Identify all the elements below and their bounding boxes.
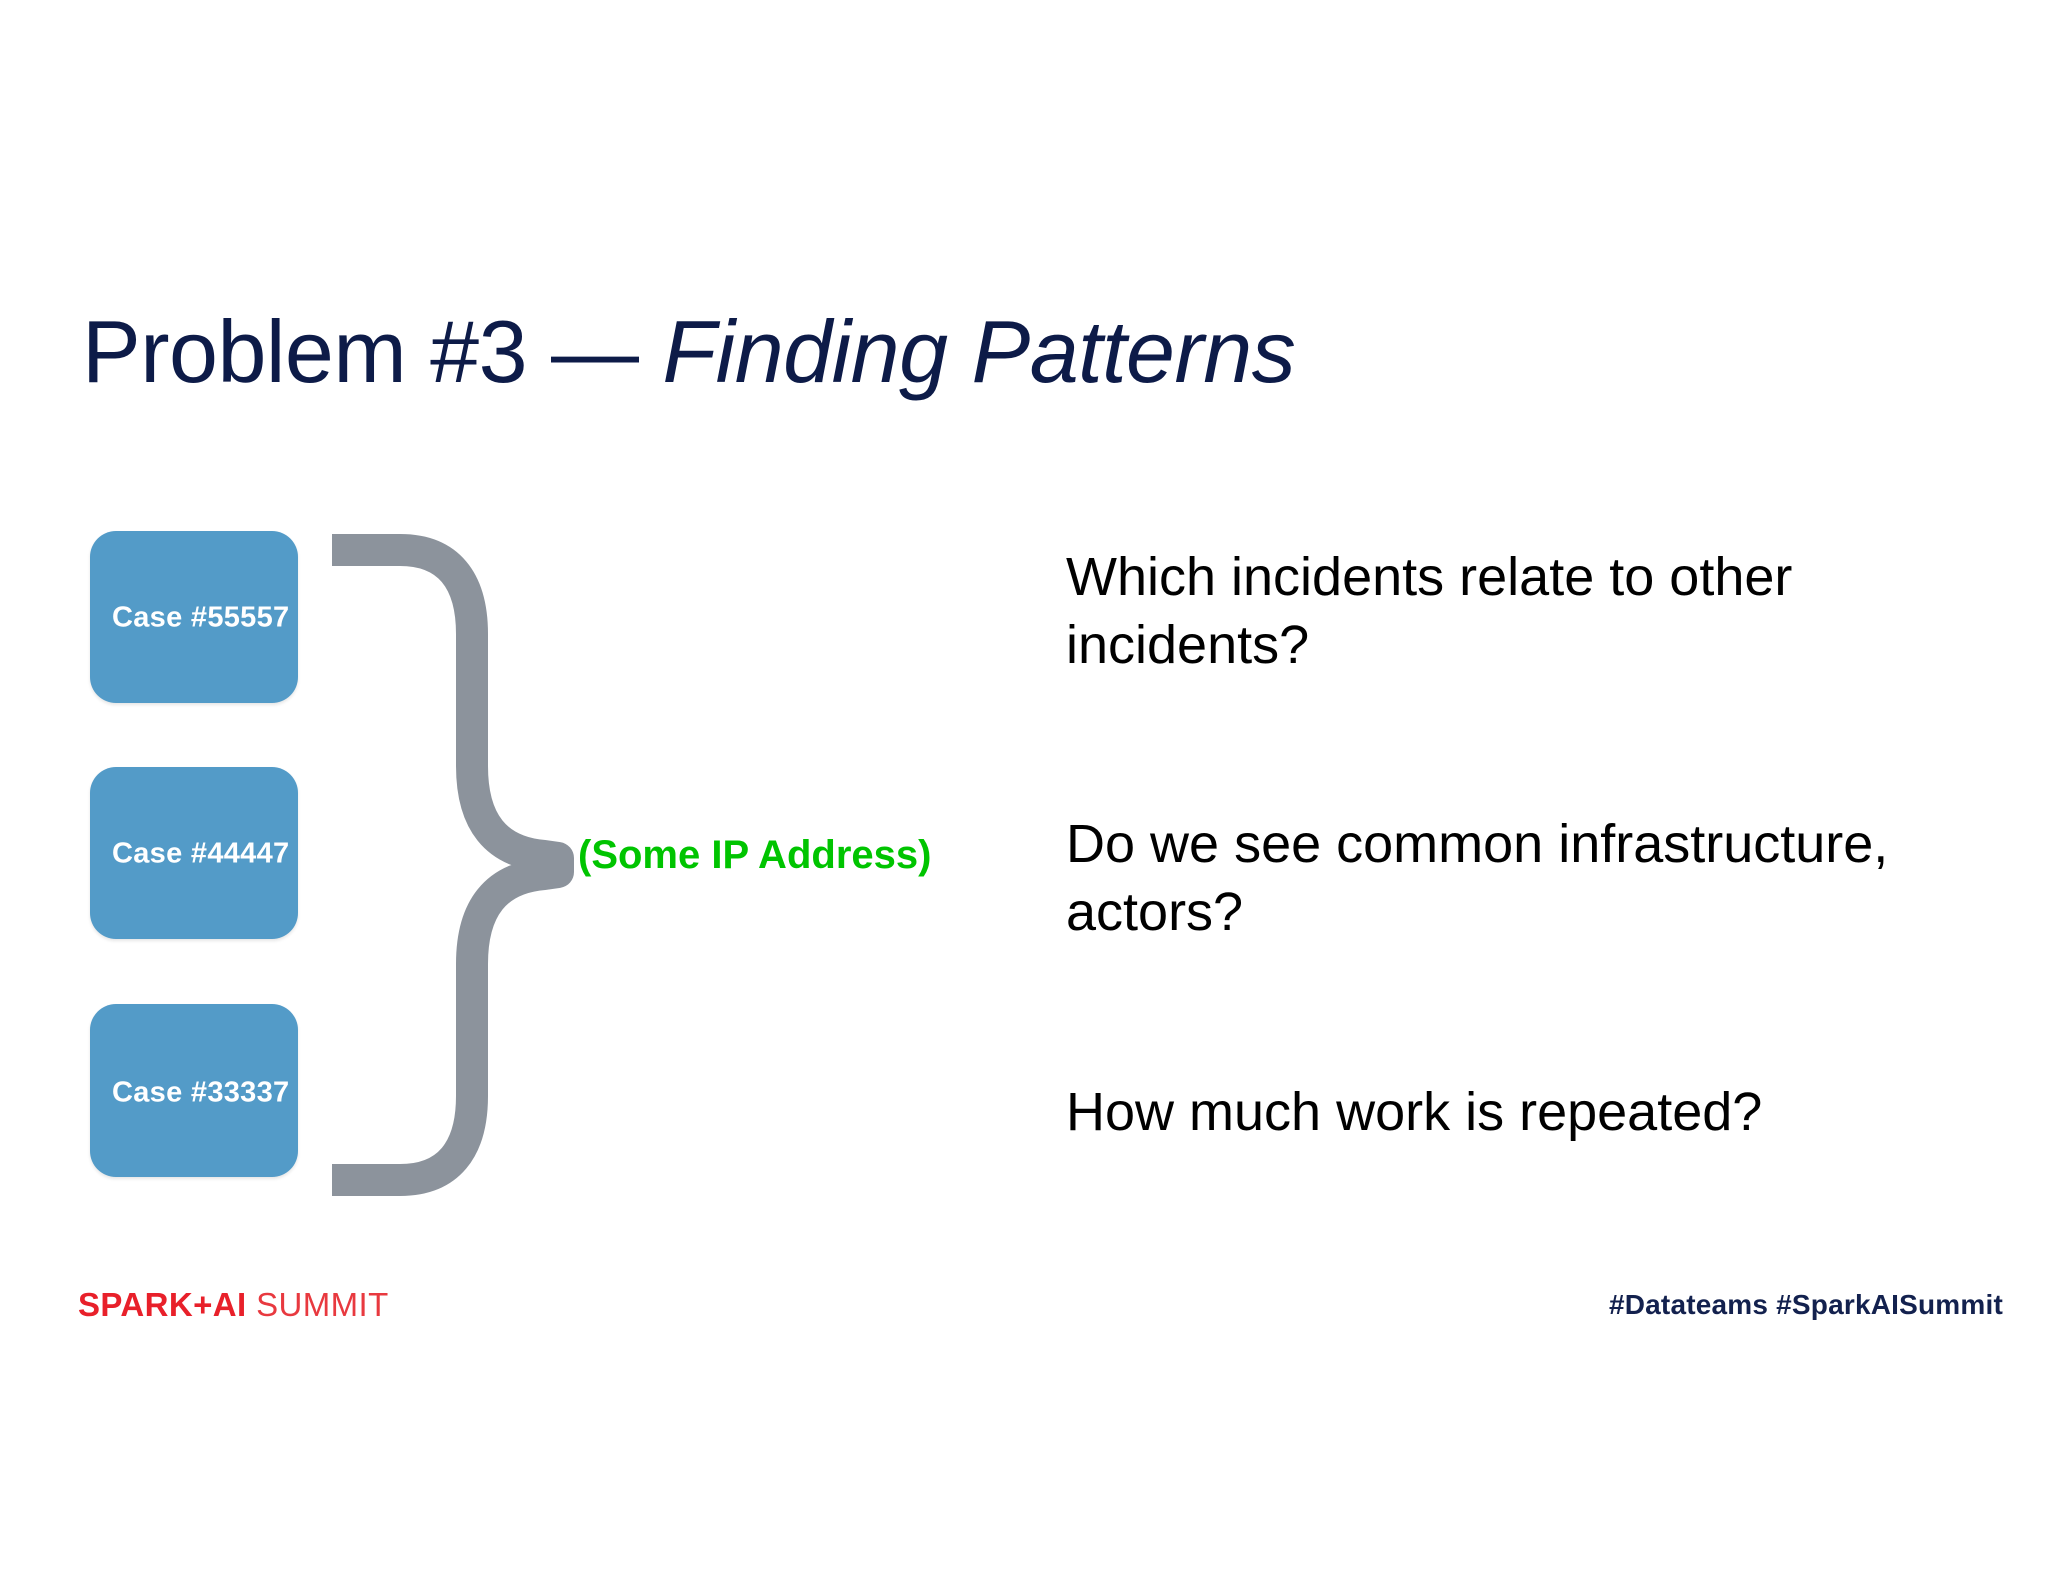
page-title: Problem #3 — Finding Patterns: [82, 305, 1296, 398]
case-box-label: Case #44447: [112, 837, 290, 870]
page-title-regular: Problem #3 —: [82, 302, 663, 401]
logo-light-text: SUMMIT: [246, 1286, 389, 1323]
case-box-label: Case #33337: [112, 1076, 290, 1109]
question-text: Do we see common infrastructure, actors?: [1066, 814, 1889, 942]
case-box-label: Case #55557: [112, 601, 290, 634]
curly-brace-icon: [320, 530, 580, 1200]
case-box: Case #44447: [90, 767, 298, 939]
page-title-italic: Finding Patterns: [662, 302, 1296, 401]
case-box: Case #55557: [90, 531, 298, 703]
group-label: (Some IP Address): [578, 833, 932, 877]
question-text: Which incidents relate to other incident…: [1066, 547, 1793, 675]
case-box: Case #33337: [90, 1004, 298, 1177]
logo-bold-text: SPARK+AI: [78, 1286, 247, 1323]
footer-hashtags: #Datateams #SparkAISummit: [1608, 1289, 2003, 1320]
spark-ai-summit-logo: SPARK+AI SUMMIT: [78, 1286, 389, 1324]
question-text: How much work is repeated?: [1066, 1082, 1763, 1142]
